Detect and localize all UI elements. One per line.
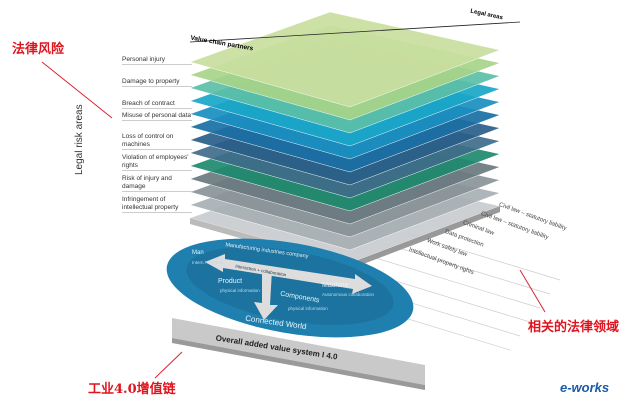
value-chain-axis-line [189, 21, 521, 43]
legal-risk-label: 法律风险 [12, 42, 65, 57]
risk-areas-axis-label: Legal risk areas [74, 104, 85, 175]
down-arrow [254, 268, 278, 320]
risk-area-item: Violation of employees' rights [122, 154, 192, 171]
risk-area-item: Infringement of intellectual property [122, 196, 192, 213]
risk-area-item: Risk of injury and damage [122, 175, 192, 192]
arrow-legal-risk [41, 61, 113, 119]
risk-area-item: Personal injury [122, 56, 192, 65]
components-sub: physical information [288, 306, 328, 311]
product-label: Product [218, 278, 243, 285]
risk-area-item: Breach of contract [122, 100, 192, 109]
arrow-legal-fields [519, 269, 546, 313]
layer [189, 11, 501, 108]
arrow-value-chain [154, 351, 183, 379]
machine-sub: Autonomous collaboration [322, 292, 375, 297]
risk-area-item: Misuse of personal data [122, 112, 192, 121]
logo: e-works [560, 380, 610, 395]
man-label: Man [192, 250, 204, 256]
layer-edge [350, 206, 500, 269]
product-sub: physical information [220, 288, 260, 293]
man-sub: Intern / external [192, 260, 224, 265]
interaction-arrow [205, 254, 372, 294]
base-band-edge [172, 338, 425, 390]
base-band [172, 318, 425, 385]
risk-area-item: Loss of control on machines [122, 133, 192, 150]
value-chain-label: 工业4.0增值链 [88, 382, 176, 397]
legal-fields-label: 相关的法律领域 [528, 320, 620, 335]
machine-label: Machine [322, 282, 349, 289]
risk-area-item: Damage to property [122, 78, 192, 87]
